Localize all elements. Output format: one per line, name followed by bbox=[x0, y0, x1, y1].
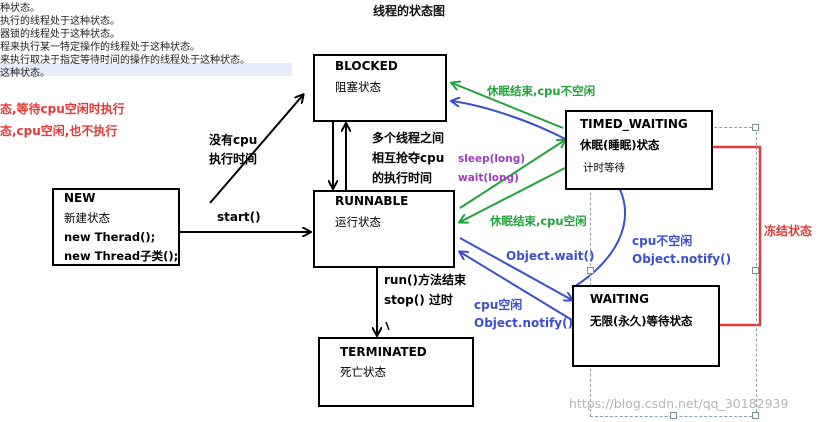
label-run-end: run()方法结束 bbox=[384, 273, 466, 287]
state-desc: 运行状态 bbox=[335, 215, 381, 229]
label-stop: stop() 过时 bbox=[384, 293, 453, 307]
label-start: start() bbox=[217, 210, 261, 224]
label-sleep-end-busy: 休眠结束,cpu不空闲 bbox=[487, 84, 596, 98]
arrow-new-to-blocked bbox=[209, 95, 303, 204]
label-contend: 的执行时间 bbox=[372, 171, 433, 185]
note-line: 程来执行某一特定操作的线程处于这种状态。 bbox=[0, 42, 200, 53]
label-no-cpu-time: 执行时间 bbox=[209, 152, 258, 166]
arrow-timed-to-blocked bbox=[452, 83, 564, 129]
state-code: new Therad(); bbox=[64, 230, 156, 244]
label-contend: 多个线程之间 bbox=[372, 131, 445, 145]
state-name: NEW bbox=[64, 191, 96, 205]
state-timed-waiting: TIMED_WAITING 休眠(睡眠)状态 计时等待 bbox=[565, 110, 713, 190]
note-line: 这种状态。 bbox=[0, 68, 50, 79]
state-desc: 阻塞状态 bbox=[335, 80, 381, 94]
resize-handle[interactable] bbox=[587, 267, 594, 274]
note-line: 执行的线程处于这种状态。 bbox=[0, 16, 120, 27]
state-desc: 无限(永久)等待状态 bbox=[590, 314, 693, 328]
resize-handle[interactable] bbox=[670, 412, 677, 419]
label-no-cpu: 没有cpu bbox=[209, 133, 258, 147]
state-runnable: RUNNABLE 运行状态 bbox=[313, 190, 455, 268]
freeze-bracket bbox=[712, 145, 762, 327]
state-blocked: BLOCKED 阻塞状态 bbox=[313, 54, 447, 122]
label-cpu-busy: cpu不空闲 bbox=[632, 234, 693, 248]
state-name: TERMINATED bbox=[340, 345, 427, 359]
state-desc: 死亡状态 bbox=[340, 365, 386, 379]
label-cpu-idle: cpu空闲 bbox=[474, 298, 523, 312]
state-desc: 休眠(睡眠)状态 bbox=[580, 138, 660, 152]
arrow-runnable-to-waiting bbox=[459, 237, 572, 300]
red-note: 态,等待cpu空闲时执行 bbox=[0, 102, 125, 116]
state-name: BLOCKED bbox=[335, 59, 398, 73]
state-sub: 计时等待 bbox=[583, 162, 625, 174]
state-name: WAITING bbox=[590, 292, 649, 306]
label-sleep-end-idle: 休眠结束,cpu空闲 bbox=[490, 214, 587, 228]
label-contend: 相互抢夺cpu bbox=[372, 151, 445, 165]
note-line: 器锁的线程处于这种状态。 bbox=[0, 29, 120, 40]
label-object-notify: Object.notify() bbox=[632, 252, 732, 266]
resize-handle[interactable] bbox=[752, 412, 759, 419]
arrow-runnable-to-timed bbox=[459, 140, 565, 209]
highlighted-note-line bbox=[0, 63, 292, 76]
watermark: https://blog.csdn.net/qq_30182939 bbox=[569, 396, 789, 411]
state-name: RUNNABLE bbox=[335, 194, 409, 208]
label-sleep-long: sleep(long) bbox=[458, 153, 526, 165]
arrow-waiting-to-runnable bbox=[460, 252, 573, 321]
state-desc: 新建状态 bbox=[64, 211, 110, 225]
resize-handle[interactable] bbox=[752, 124, 759, 131]
label-object-wait: Object.wait() bbox=[506, 249, 595, 263]
arrow-timed-to-runnable bbox=[460, 167, 566, 222]
note-line: 来执行取决于指定等待时间的操作的线程处于这种状态。 bbox=[0, 55, 250, 66]
state-new: NEW 新建状态 new Therad(); new Thread子类(); bbox=[52, 188, 180, 266]
tick-mark bbox=[385, 321, 390, 331]
resize-handle[interactable] bbox=[752, 267, 759, 274]
state-waiting: WAITING 无限(永久)等待状态 bbox=[572, 285, 720, 367]
label-wait-long: wait(long) bbox=[458, 172, 519, 184]
state-name: TIMED_WAITING bbox=[580, 117, 688, 131]
state-terminated: TERMINATED 死亡状态 bbox=[318, 337, 474, 407]
red-note: 态,cpu空闲,也不执行 bbox=[0, 124, 118, 138]
diagram-title: 线程的状态图 bbox=[373, 4, 446, 18]
label-object-notify: Object.notify() bbox=[474, 316, 574, 330]
state-code: new Thread子类(); bbox=[64, 249, 179, 263]
label-freeze: 冻结状态 bbox=[764, 224, 813, 238]
note-line: 种状态。 bbox=[0, 3, 40, 14]
